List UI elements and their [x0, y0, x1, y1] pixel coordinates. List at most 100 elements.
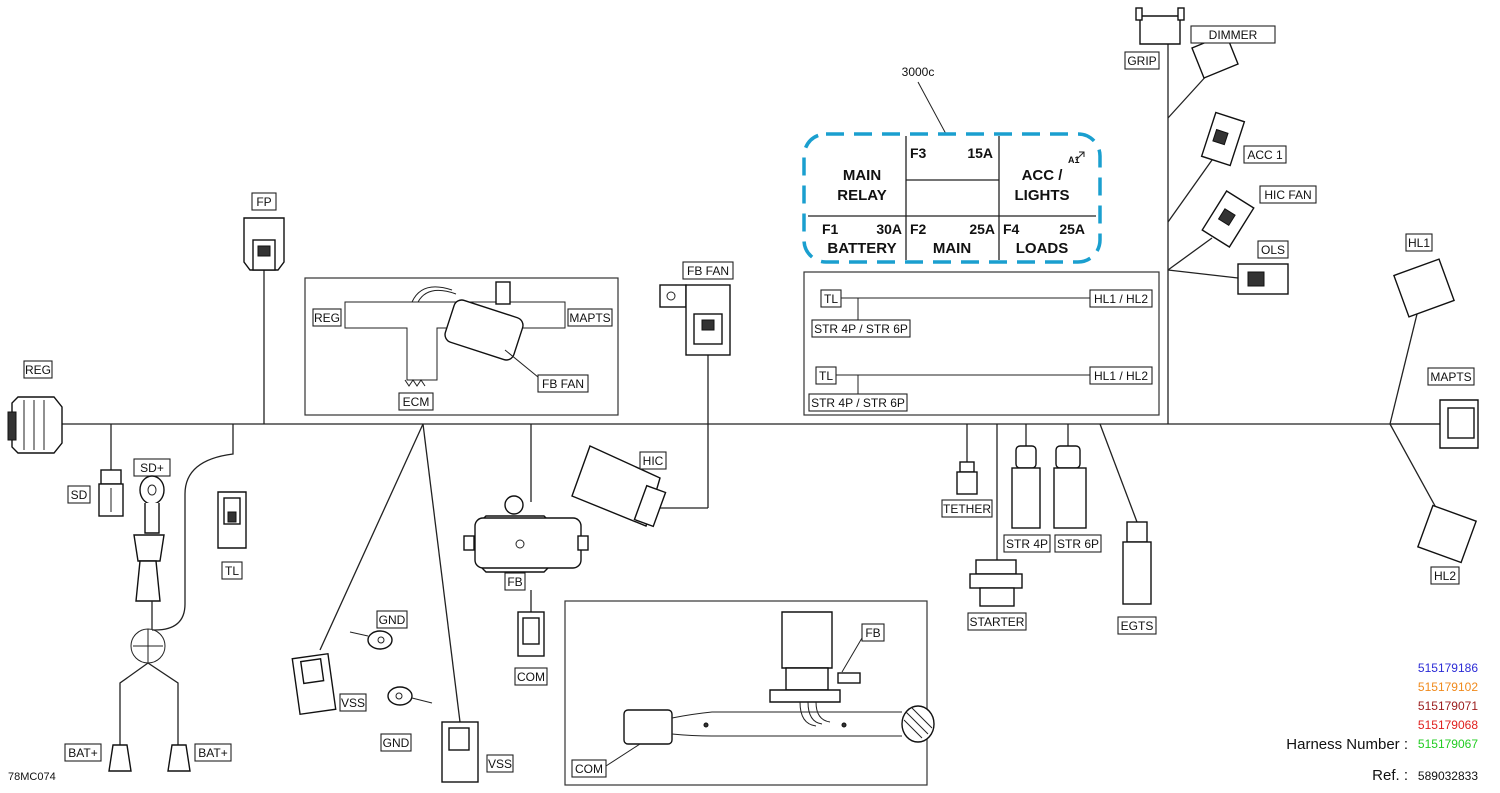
ecm-inset-mapts-label: MAPTS — [569, 311, 610, 325]
harness-number-label: Harness Number : — [1286, 736, 1408, 753]
acc-1-connector[interactable] — [1200, 111, 1246, 167]
vss-label-left: VSS — [341, 696, 365, 710]
ref-value: 589032833 — [1418, 769, 1478, 783]
tether-label: TETHER — [943, 502, 991, 516]
mapts-connector[interactable] — [1439, 399, 1479, 449]
inset-tl-label-1: TL — [824, 292, 838, 306]
starter-label: STARTER — [970, 615, 1025, 629]
f2-id: F2 — [910, 221, 927, 237]
bat-plus-label-right: BAT+ — [198, 746, 227, 760]
harness-number-1: 515179186 — [1418, 661, 1478, 675]
ols-label: OLS — [1261, 243, 1285, 257]
fb-fan-connector[interactable] — [659, 284, 731, 356]
vss-connector-left[interactable] — [291, 652, 337, 716]
com-fb-detail-inset — [564, 600, 928, 786]
egts-label: EGTS — [1121, 619, 1154, 633]
sd-plus-ring-terminal — [133, 475, 165, 602]
fuse-box-ref: 3000c — [902, 65, 935, 79]
gnd-ring-terminal-upper — [349, 630, 393, 650]
harness-number-3: 515179071 — [1418, 699, 1478, 713]
fp-connector[interactable] — [243, 217, 285, 271]
tl-hl-inset — [803, 271, 1160, 416]
hl2-label: HL2 — [1434, 569, 1456, 583]
grip-label: GRIP — [1127, 54, 1156, 68]
diagram-code: 78MC074 — [8, 771, 56, 783]
gnd-label-lower: GND — [383, 736, 410, 750]
harness-number-2: 515179102 — [1418, 680, 1478, 694]
bat-plus-terminal-right[interactable] — [167, 744, 191, 772]
acc-lights-line1: ACC / — [1022, 167, 1064, 184]
inset-tl-label-2: TL — [819, 369, 833, 383]
fb-module[interactable] — [463, 495, 589, 573]
gnd-label-upper: GND — [379, 613, 406, 627]
vss-label-right: VSS — [488, 757, 512, 771]
harness-number-list: 515179186 515179102 515179071 515179068 … — [1418, 661, 1478, 751]
hic-fan-connector[interactable] — [1201, 190, 1255, 248]
tl-connector[interactable] — [217, 491, 247, 549]
tether-connector[interactable] — [956, 461, 978, 495]
f4-name: LOADS — [1016, 240, 1069, 257]
sd-plus-label: SD+ — [140, 461, 164, 475]
inset-hl-label-2: HL1 / HL2 — [1094, 369, 1148, 383]
fb-fan-label: FB FAN — [687, 264, 729, 278]
fp-label-box — [251, 192, 277, 211]
harness-number-4: 515179068 — [1418, 718, 1478, 732]
ecm-inset-harness — [344, 281, 566, 387]
reg-label-box — [23, 360, 53, 379]
inset-str-label-2: STR 4P / STR 6P — [811, 396, 905, 410]
str-6p-connector[interactable] — [1053, 445, 1087, 529]
reg-label: REG — [25, 363, 51, 377]
com-fb-inset-com-label: COM — [575, 762, 603, 776]
tl-label: TL — [225, 564, 239, 578]
f4-rating: 25A — [1059, 221, 1085, 237]
mapts-label: MAPTS — [1430, 370, 1471, 384]
ref-label: Ref. : — [1372, 767, 1408, 784]
com-label: COM — [517, 670, 545, 684]
f1-rating: 30A — [876, 221, 902, 237]
main-relay-line2: RELAY — [837, 187, 886, 204]
f2-name: MAIN — [933, 240, 971, 257]
com-fb-inset-fb-label: FB — [865, 626, 880, 640]
egts-connector[interactable] — [1122, 521, 1152, 605]
ecm-inset-reg-label: REG — [314, 311, 340, 325]
f3-rating: 15A — [967, 145, 993, 161]
vss-connector-right[interactable] — [441, 721, 479, 783]
harness-number-5: 515179067 — [1418, 737, 1478, 751]
fb-label: FB — [507, 575, 522, 589]
f3-id: F3 — [910, 145, 927, 161]
hic-connector[interactable] — [571, 445, 667, 528]
fp-label: FP — [256, 195, 271, 209]
hl2-connector[interactable] — [1416, 504, 1478, 564]
sd-connector[interactable] — [98, 469, 124, 517]
gnd-ring-terminal-lower — [387, 686, 433, 706]
acc-1-label: ACC 1 — [1247, 148, 1283, 162]
str-4p-connector[interactable] — [1011, 445, 1041, 529]
bat-plus-terminal-left[interactable] — [108, 744, 132, 772]
reg-connector[interactable] — [7, 396, 63, 454]
hic-label: HIC — [643, 454, 664, 468]
hl1-connector[interactable] — [1393, 258, 1455, 318]
fuse-box-grid — [808, 136, 1096, 260]
bat-plus-label-left: BAT+ — [68, 746, 97, 760]
com-connector[interactable] — [517, 611, 545, 657]
f1-id: F1 — [822, 221, 839, 237]
ols-connector[interactable] — [1237, 263, 1289, 295]
main-relay-line1: MAIN — [843, 167, 881, 184]
hic-fan-label: HIC FAN — [1264, 188, 1311, 202]
str-6p-label: STR 6P — [1057, 537, 1099, 551]
f4-id: F4 — [1003, 221, 1020, 237]
com-fb-inset-drawing — [623, 611, 935, 745]
f2-rating: 25A — [969, 221, 995, 237]
dimmer-label: DIMMER — [1209, 28, 1258, 42]
str-4p-label: STR 4P — [1006, 537, 1048, 551]
grip-connector[interactable] — [1135, 7, 1185, 45]
inset-str-label-1: STR 4P / STR 6P — [814, 322, 908, 336]
starter-connector[interactable] — [969, 559, 1023, 607]
fuse-box — [802, 132, 1102, 264]
inset-hl-label-1: HL1 / HL2 — [1094, 292, 1148, 306]
ecm-inset-fbfan-label: FB FAN — [542, 377, 584, 391]
ecm-inset-ecm-label: ECM — [403, 395, 430, 409]
hl1-label: HL1 — [1408, 236, 1430, 250]
sd-label: SD — [71, 488, 88, 502]
